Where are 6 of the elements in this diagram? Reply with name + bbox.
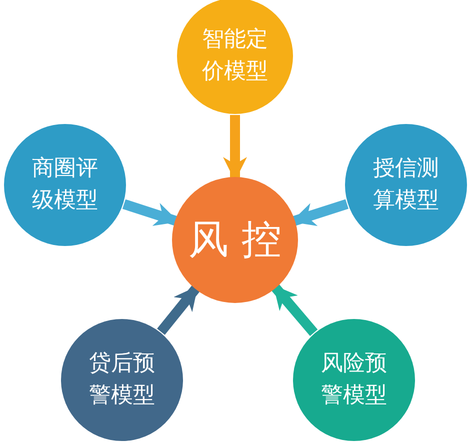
circle-label: 商圈评级模型 <box>31 155 99 215</box>
circle-label: 授信测算模型 <box>372 155 440 215</box>
circle-label: 智能定价模型 <box>201 26 269 86</box>
circle-label: 贷后预警模型 <box>88 350 156 410</box>
circle-label: 风险预警模型 <box>320 350 388 410</box>
circle-label: 风 控 <box>188 216 282 265</box>
